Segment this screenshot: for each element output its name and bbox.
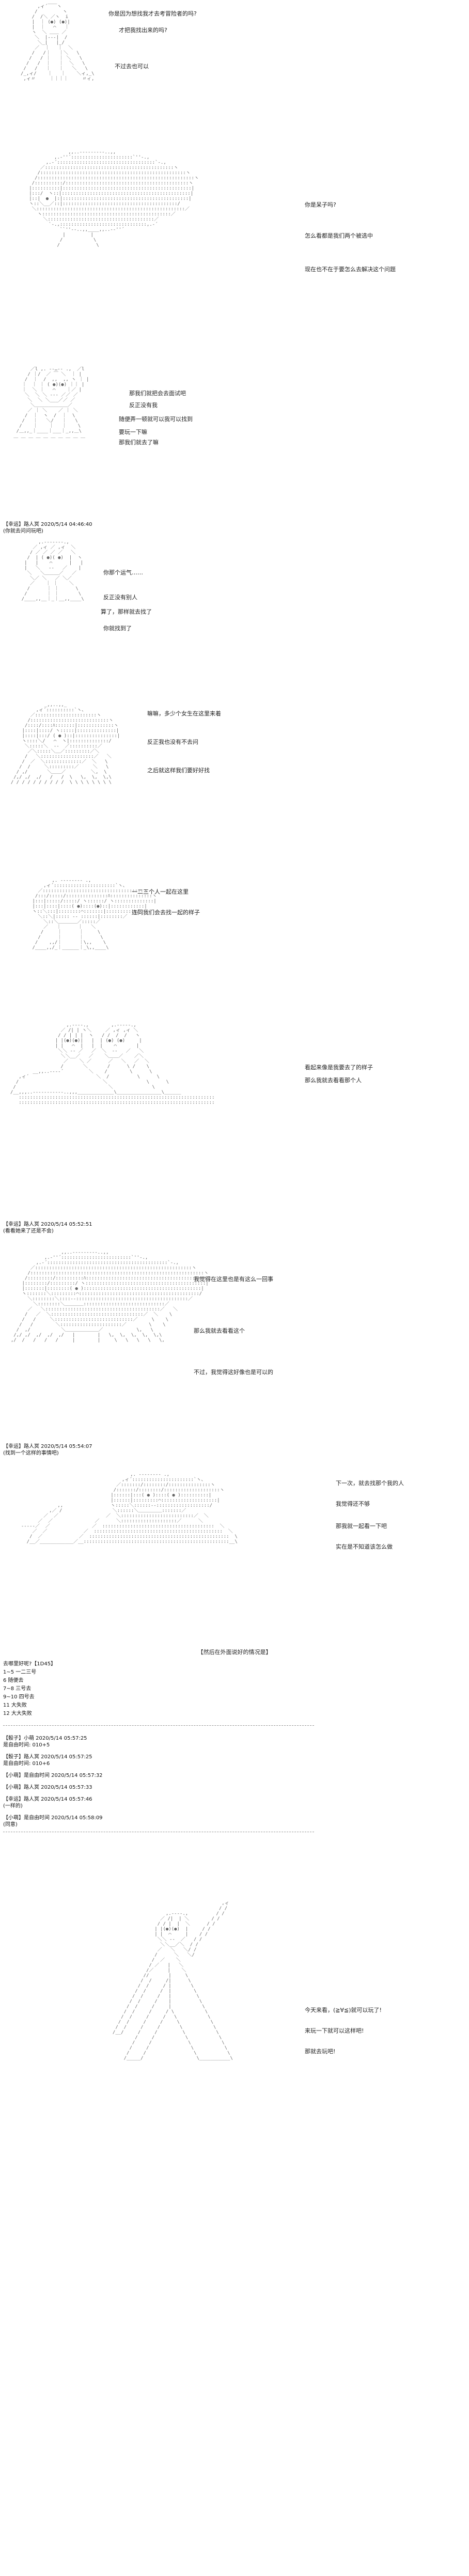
dialogue-line: 不过，我觉得这好像也是可以的 (194, 1369, 273, 1376)
dialogue-line: 随便弄一顿就可以我可以找到 (119, 416, 193, 423)
ascii-figure-final: ,ィ / / ,.-‐‐-., / / ／ /| | ＼ / / / / | |… (112, 1901, 233, 2061)
dialogue-line: 嘛嘛，多少个女生在这里来着 (147, 710, 221, 717)
ascii-figure-9: ,. -‐‐‐‐‐‐- ., ,ィ´::::::::::::::::::::::… (21, 1472, 238, 1544)
choices-section: 【然后在外面说好的情况是】 去哪里好呢?【1D45】 1~5 一二三号 6 随便… (0, 1648, 469, 1736)
dialogue-line: 你那个运气…… (103, 569, 143, 576)
dialogue-line: 下一次，就去找那个我的人 (336, 1480, 404, 1487)
dialogue-line: 那我们就把会去面试吧 (129, 390, 186, 397)
dialogue-line: 那我们就去了嘛 (119, 439, 159, 446)
panel-8: ,,..--‐‐‐‐‐--..,, ,.-''´::::::::::::::::… (0, 1245, 469, 1457)
ascii-figure-5: _,,..,,_ ,ィ´::::::::::`ヽ、 ／:::::::::::::… (10, 702, 120, 785)
dialogue-line: 才把我找出来的吗? (119, 27, 167, 34)
dialogue-line: 我觉得在这里也是有这么一回事 (194, 1276, 273, 1283)
dialogue-line: 那就去玩吧! (305, 2048, 336, 2055)
dialogue-line: 你是呆子吗? (305, 201, 336, 208)
log-line: 【小萌】是自由时间 2020/5/14 05:57:32 (3, 1773, 103, 1778)
post-meta: 【幸运】路人冥 2020/5/14 05:52:51 (3, 1222, 92, 1227)
choice-question: 去哪里好呢?【1D45】 (3, 1661, 56, 1667)
dialogue-line: 那么我就去看看这个 (194, 1328, 245, 1334)
dialogue-line: 我觉得还不够 (336, 1501, 370, 1507)
ascii-figure-1: ,ィ´￣￣ヽ / ヽ / /＼ ／ヽ i | ｜ (●) (●)| | ｜ ⌒ … (21, 4, 95, 82)
panel-4: 【幸运】路人冥 2020/5/14 04:46:40 (你就去问问玩吧) ,.-… (0, 522, 469, 677)
section-title: 【然后在外面说好的情况是】 (197, 1649, 272, 1656)
choice-option: 6 随便去 (3, 1678, 24, 1683)
post-meta: (看看她来了还是不会) (3, 1228, 54, 1234)
panel-final: ,ィ / / ,.-‐‐-., / / ／ /| | ＼ / / / / | |… (0, 1870, 469, 2572)
ascii-figure-6: ,. -‐‐‐‐‐‐- ., ,ィ´::::::::::::::::::::::… (32, 878, 157, 950)
panel-2: ,,..--‐‐‐‐‐--..,, ,.-''´::::::::::::::::… (0, 139, 469, 346)
log-line: 【小萌】是自由时间 2020/5/14 05:58:09 (3, 1815, 103, 1821)
dialogue-line: 反正我也没有不去问 (147, 739, 198, 745)
ascii-figure-7: ,.-‐‐-., ,.-‐‐‐-., ／ /| | ヽ＼ ／ ,ィ ,ィ ＼ /… (10, 1023, 215, 1105)
panel-5: _,,..,,_ ,ィ´::::::::::`ヽ、 ／:::::::::::::… (0, 692, 469, 863)
post-meta: 【幸运】路人冥 2020/5/14 05:54:07 (3, 1444, 92, 1449)
divider (3, 1725, 314, 1726)
log-line: 【骰子】路人冥 2020/5/14 05:57:25 (3, 1754, 92, 1760)
dialogue-line: 来玩一下就可以这样吧! (305, 2027, 364, 2034)
panel-3: ／l ,. ‐-…‐- ., ／l / ｜/ ／ ￣ ＼ ｜ | / ｜ / ,… (0, 362, 469, 522)
dialogue-line: 算了，那样就去找了 (101, 608, 152, 615)
log-line: 是自由时间: 010+5 (3, 1742, 50, 1748)
log-line: 【骰子】小萌 2020/5/14 05:57:25 (3, 1736, 87, 1741)
dialogue-line: 你是因为想找我才去考冒险者的吗? (108, 10, 197, 17)
dialogue-line: 要玩一下嘛 (119, 429, 147, 435)
dialogue-line: 那我就一起看一下吧 (336, 1523, 387, 1529)
roll-log: 【骰子】小萌 2020/5/14 05:57:25 是自由时间: 010+5 【… (0, 1730, 469, 1865)
post-meta: 【幸运】路人冥 2020/5/14 04:46:40 (3, 522, 92, 527)
dialogue-line: 那么我就去看看那个人 (305, 1077, 362, 1084)
dialogue-line: 反正没有我 (129, 402, 158, 409)
choice-option: 1~5 一二三号 (3, 1669, 37, 1675)
dialogue-line: 现在也不在于要怎么去解决这个问题 (305, 266, 396, 273)
choice-option: 12 大大失败 (3, 1711, 32, 1716)
dialogue-line: 不过去也可以 (115, 63, 149, 70)
choice-option: 9~10 四号去 (3, 1694, 35, 1700)
ascii-figure-8: ,,..--‐‐‐‐‐--..,, ,.-''´::::::::::::::::… (10, 1250, 209, 1343)
log-line: (同意) (3, 1822, 18, 1828)
panel-6: ,. -‐‐‐‐‐‐- ., ,ィ´::::::::::::::::::::::… (0, 873, 469, 1012)
dialogue-line: 反正没有别人 (103, 594, 137, 601)
dialogue-line: 你就找到了 (103, 625, 132, 632)
log-line: 【小萌】路人冥 2020/5/14 05:57:33 (3, 1785, 92, 1790)
log-line: (一样的) (3, 1803, 23, 1809)
post-meta: (找到一个这样的事情吧) (3, 1450, 59, 1456)
log-line: 是自由时间: 010+6 (3, 1761, 50, 1767)
dialogue-line: 连同我们会去找一起的样子 (132, 909, 200, 916)
post-meta: (你就去问问玩吧) (3, 528, 43, 534)
panel-9: ,. -‐‐‐‐‐‐- ., ,ィ´::::::::::::::::::::::… (0, 1467, 469, 1637)
dialogue-line: 一二三个人一起在这里 (132, 888, 189, 895)
dialogue-line: 今天来看，(≧∀≦)就可以玩了! (305, 2007, 382, 2013)
dialogue-line: 怎么看都是我们两个被选中 (305, 232, 373, 239)
choice-option: 7~8 三号去 (3, 1686, 32, 1692)
dialogue-line: 之后就这样我们要好好找 (147, 767, 210, 774)
panel-7: ,.-‐‐-., ,.-‐‐‐-., ／ /| | ヽ＼ ／ ,ィ ,ィ ＼ /… (0, 1018, 469, 1235)
ascii-figure-4: ,.--‐‐‐--., ／ ,ィ ／ ,ィ ＼ / ／ ／ ／ ／ ＼ / | … (21, 540, 84, 602)
ascii-figure-2: ,,..--‐‐‐‐‐--..,, ,.-''´::::::::::::::::… (29, 150, 199, 248)
ascii-figure-3: ／l ,. ‐-…‐- ., ／l / ｜/ ／ ￣ ＼ ｜ | / ｜ / ,… (13, 367, 89, 439)
dialogue-line: 实在是不知道该怎么做 (336, 1543, 393, 1550)
panel-1: ,ィ´￣￣ヽ / ヽ / /＼ ／ヽ i | ｜ (●) (●)| | ｜ ⌒ … (0, 0, 469, 134)
log-line: 【幸运】路人冥 2020/5/14 05:57:46 (3, 1797, 92, 1802)
dialogue-line: 看起来像是我要去了的样子 (305, 1064, 373, 1071)
choice-option: 11 大失败 (3, 1703, 27, 1708)
